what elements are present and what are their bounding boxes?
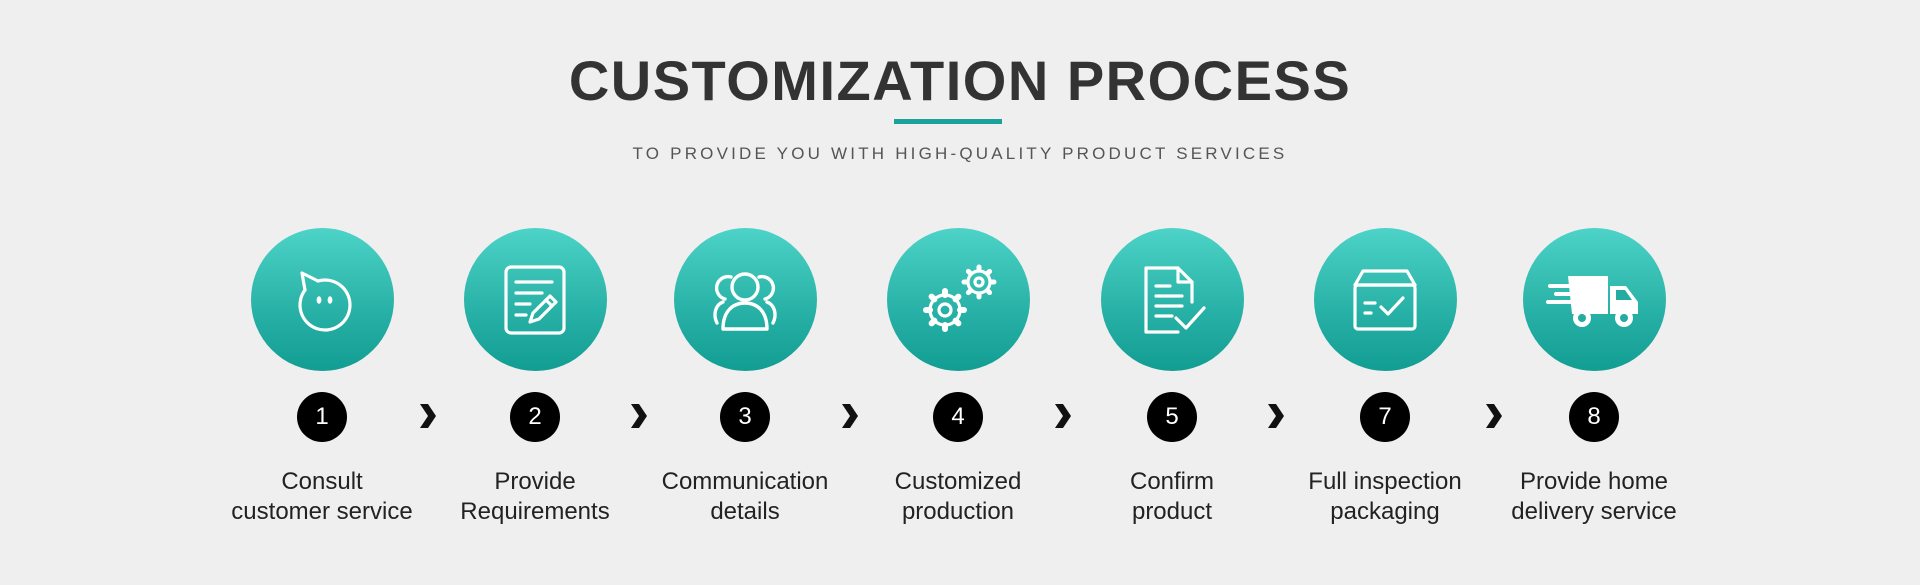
process-step-5: 5 Confirm product	[1072, 228, 1272, 527]
step-label: Provide Requirements	[435, 467, 635, 527]
step-label-line: delivery service	[1511, 498, 1677, 525]
box-check-icon	[1347, 265, 1423, 335]
process-step-1: 1 Consult customer service	[222, 228, 422, 527]
chevron-right-icon	[838, 400, 862, 432]
step-circle	[1313, 228, 1457, 371]
step-circle	[673, 228, 817, 371]
step-label-line: production	[901, 498, 1015, 525]
step-label-line: customer service	[231, 498, 413, 525]
step-circle	[886, 228, 1030, 371]
step-number-badge: 4	[933, 392, 983, 442]
step-label: Confirm product	[1072, 467, 1272, 527]
step-label-line: Communication	[661, 468, 829, 495]
page-title: CUSTOMIZATION PROCESS	[568, 49, 1352, 112]
step-label: Consult customer service	[222, 467, 422, 527]
step-circle	[1100, 228, 1244, 371]
process-step-2: 2 Provide Requirements	[435, 228, 635, 527]
page-subtitle: TO PROVIDE YOU WITH HIGH-QUALITY PRODUCT…	[632, 144, 1288, 163]
document-check-icon	[1134, 262, 1210, 338]
document-edit-icon	[500, 262, 570, 338]
step-label-line: Full inspection	[1308, 468, 1462, 495]
step-number-badge: 8	[1569, 392, 1619, 442]
step-label-line: Consult	[281, 468, 363, 495]
step-label: Customized production	[858, 467, 1058, 527]
step-number-badge: 1	[297, 392, 347, 442]
process-step-7: 7 Full inspection packaging	[1285, 228, 1485, 527]
step-number-badge: 7	[1360, 392, 1410, 442]
step-label-line: Requirements	[460, 498, 610, 525]
step-label-line: Provide home	[1519, 468, 1669, 495]
step-label-line: Confirm	[1129, 468, 1214, 495]
delivery-truck-icon	[1546, 268, 1642, 332]
chevron-right-icon	[1051, 400, 1075, 432]
chevron-right-icon	[416, 400, 440, 432]
chevron-right-icon	[1264, 400, 1288, 432]
process-step-4: 4 Customized production	[858, 228, 1058, 527]
step-label: Full inspection packaging	[1285, 467, 1485, 527]
step-label-line: Provide	[494, 468, 576, 495]
title-underline	[894, 119, 1002, 124]
step-number-badge: 3	[720, 392, 770, 442]
step-label-line: product	[1131, 498, 1213, 525]
step-label-line: details	[710, 498, 780, 525]
chevron-right-icon	[1482, 400, 1506, 432]
chat-bubble-icon	[287, 265, 357, 335]
step-label-line: packaging	[1330, 498, 1440, 525]
step-label: Communication details	[645, 467, 845, 527]
step-circle	[250, 228, 394, 371]
step-label: Provide home delivery service	[1494, 467, 1694, 527]
gears-icon	[913, 260, 1003, 340]
step-number-badge: 2	[510, 392, 560, 442]
process-step-3: 3 Communication details	[645, 228, 845, 527]
step-circle	[1522, 228, 1666, 371]
step-circle	[463, 228, 607, 371]
step-label-line: Customized	[894, 468, 1022, 495]
step-number-badge: 5	[1147, 392, 1197, 442]
process-step-8: 8 Provide home delivery service	[1494, 228, 1694, 527]
users-group-icon	[703, 265, 787, 335]
chevron-right-icon	[627, 400, 651, 432]
